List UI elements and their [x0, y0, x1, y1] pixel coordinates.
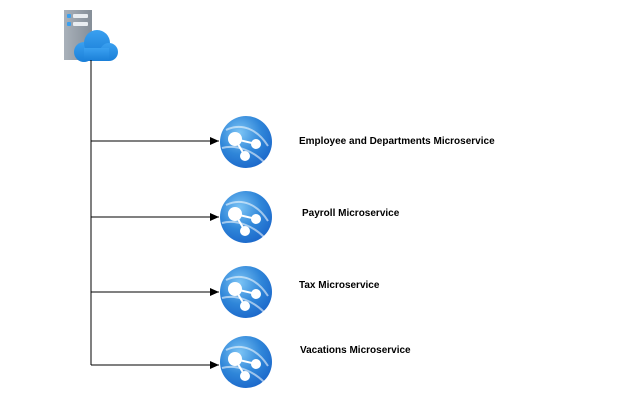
server-cloud-icon [64, 10, 118, 62]
service-label-tax: Tax Microservice [299, 280, 380, 291]
app-service-globe-icon [220, 116, 272, 168]
app-service-globe-icon [220, 336, 272, 388]
service-label-employee-departments: Employee and Departments Microservice [299, 136, 495, 147]
service-label-vacations: Vacations Microservice [300, 345, 411, 356]
app-service-globe-icon [220, 266, 272, 318]
service-label-payroll: Payroll Microservice [302, 208, 400, 219]
app-service-globe-icon [220, 191, 272, 243]
